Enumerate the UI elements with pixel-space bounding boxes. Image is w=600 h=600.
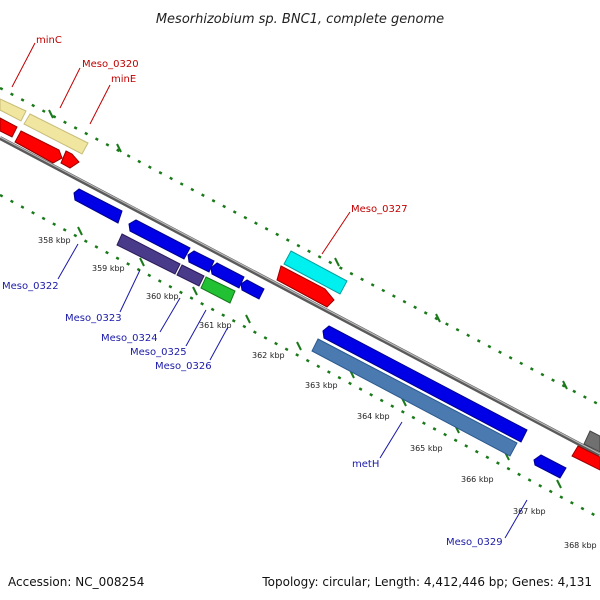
feature-metH[interactable] xyxy=(311,338,518,457)
label-leaders xyxy=(11,42,528,539)
tick-marks xyxy=(48,109,568,390)
feature-meso0320[interactable] xyxy=(14,130,63,164)
feature-meso0326[interactable] xyxy=(200,276,236,304)
tick-label: 367 kbp xyxy=(513,507,546,516)
tick-label: 366 kbp xyxy=(461,475,494,484)
label-meso0325[interactable]: Meso_0325 xyxy=(130,347,187,358)
backbone xyxy=(0,136,600,457)
feature-meso0323[interactable] xyxy=(116,233,181,275)
label-metH[interactable]: metH xyxy=(352,459,379,470)
outer-guide-ring xyxy=(0,86,600,407)
feature-meso0327-cyan[interactable] xyxy=(283,250,348,295)
tick-label: 360 kbp xyxy=(146,292,179,301)
label-meso0323[interactable]: Meso_0323 xyxy=(65,313,122,324)
feature-blue-4[interactable] xyxy=(322,325,528,443)
feature-blue-3[interactable] xyxy=(240,279,265,300)
tick-label: 364 kbp xyxy=(357,412,390,421)
feature-meso0329[interactable] xyxy=(533,454,567,479)
feature-meso0327[interactable] xyxy=(276,265,335,308)
feature-blue-2[interactable] xyxy=(187,250,215,273)
feature-right-gray[interactable] xyxy=(583,430,600,453)
reverse-features xyxy=(73,188,567,479)
feature-blue-1[interactable] xyxy=(73,188,123,224)
accession-text: Accession: NC_008254 xyxy=(8,575,144,589)
tick-label: 358 kbp xyxy=(38,236,71,245)
tick-label: 362 kbp xyxy=(252,351,285,360)
forward-features xyxy=(0,98,600,471)
feature-meso0324[interactable] xyxy=(176,264,205,287)
tick-label: 368 kbp xyxy=(564,541,597,550)
label-meso0326[interactable]: Meso_0326 xyxy=(155,361,212,372)
label-meso0324[interactable]: Meso_0324 xyxy=(101,333,158,344)
feature-minE[interactable] xyxy=(60,150,80,169)
tick-label: 365 kbp xyxy=(410,444,443,453)
label-minC[interactable]: minC xyxy=(36,35,62,46)
tick-labels: 358 kbp 359 kbp 360 kbp 361 kbp 362 kbp … xyxy=(38,236,597,550)
label-meso0320[interactable]: Meso_0320 xyxy=(82,59,139,70)
feature-right-red[interactable] xyxy=(571,445,600,471)
feature-minC-yellow[interactable] xyxy=(0,98,27,122)
feature-meso0320-yellow[interactable] xyxy=(23,113,89,155)
tick-label: 359 kbp xyxy=(92,264,125,273)
label-meso0322[interactable]: Meso_0322 xyxy=(2,281,59,292)
gene-labels: minC Meso_0320 minE Meso_0327 Meso_0322 … xyxy=(2,35,503,548)
label-meso0329[interactable]: Meso_0329 xyxy=(446,537,503,548)
label-minE[interactable]: minE xyxy=(111,74,136,85)
feature-meso0322[interactable] xyxy=(128,219,191,260)
tick-label: 361 kbp xyxy=(199,321,232,330)
feature-minC[interactable] xyxy=(0,117,18,138)
feature-meso0325[interactable] xyxy=(210,262,245,289)
label-meso0327[interactable]: Meso_0327 xyxy=(351,204,408,215)
topology-text: Topology: circular; Length: 4,412,446 bp… xyxy=(261,575,592,589)
tick-label: 363 kbp xyxy=(305,381,338,390)
map-title: Mesorhizobium sp. BNC1, complete genome xyxy=(156,12,444,27)
guide-rings xyxy=(0,86,600,520)
